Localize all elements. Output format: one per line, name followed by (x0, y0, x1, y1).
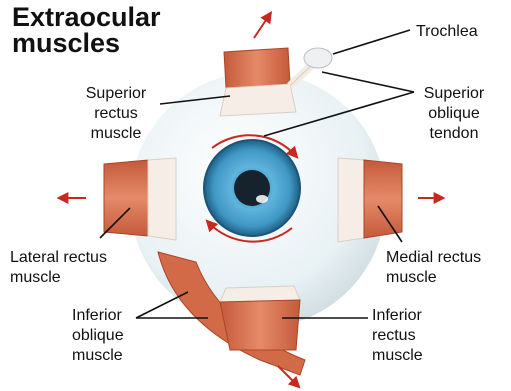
label-medial-rectus: Medial rectus muscle (386, 248, 481, 288)
label-lateral-rectus: Lateral rectus muscle (10, 248, 107, 288)
trochlea-text: Trochlea (416, 22, 478, 42)
label-inferior-oblique: Inferior oblique muscle (72, 306, 124, 366)
superior-oblique-tendon-shape (290, 48, 332, 86)
lateral-rectus-muscle-shape (104, 158, 176, 240)
arrow-up (254, 14, 270, 38)
label-trochlea: Trochlea (416, 22, 478, 42)
label-superior-oblique-tendon: Superior oblique tendon (414, 84, 494, 144)
title-line-2: muscles (12, 30, 161, 56)
trochlea-shape (304, 48, 332, 68)
superior-rectus-muscle-shape (220, 48, 296, 116)
medial-rectus-muscle-shape (338, 158, 402, 242)
title-line-1: Extraocular (12, 4, 161, 30)
diagram-title: Extraocular muscles (12, 4, 161, 56)
label-inferior-rectus: Inferior rectus muscle (372, 306, 423, 366)
label-superior-rectus: Superior rectus muscle (72, 84, 160, 144)
eye-highlight (256, 195, 268, 203)
